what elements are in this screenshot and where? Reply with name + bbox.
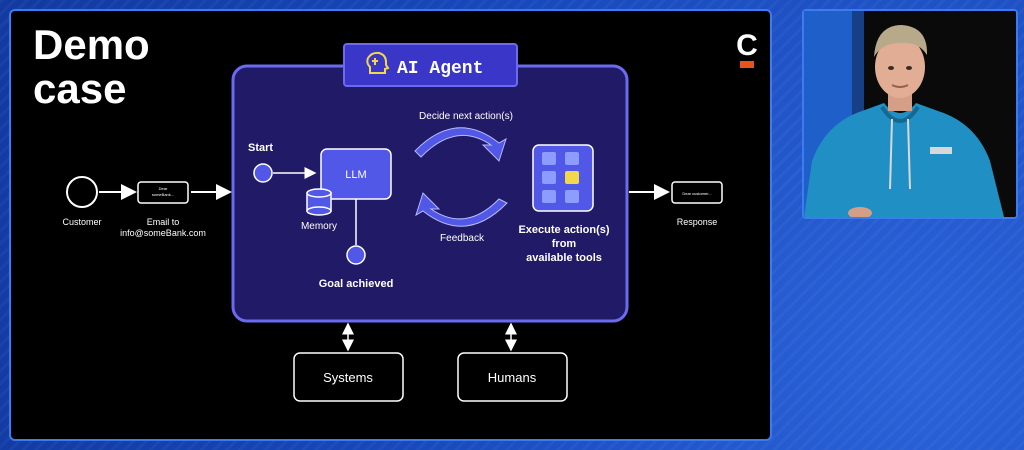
speaker-video — [802, 9, 1018, 219]
customer-label: Customer — [62, 217, 101, 227]
humans-box — [457, 352, 568, 402]
decide-loop-arrow — [414, 127, 507, 162]
speaker-figure — [804, 11, 1016, 217]
llm-label: LLM — [345, 169, 366, 181]
response-document — [671, 181, 723, 204]
systems-label: Systems — [323, 370, 373, 385]
agent-header-tab — [343, 43, 518, 87]
email-document-line-1: Dear — [159, 186, 168, 191]
humans-label: Humans — [488, 370, 537, 385]
execute-label-line-1: Execute action(s) — [518, 224, 609, 236]
goal-label: Goal achieved — [319, 278, 394, 290]
brand-logo: C — [737, 29, 757, 68]
email-label-line-2: info@someBank.com — [120, 228, 206, 238]
response-label: Response — [677, 217, 718, 227]
agent-header-label: AI Agent — [397, 59, 483, 79]
decide-label: Decide next action(s) — [419, 111, 513, 122]
email-label-line-1: Email to — [147, 217, 180, 227]
response-document-text: Dear customer... — [682, 191, 711, 196]
start-node — [253, 163, 273, 183]
brand-logo-letter: C — [737, 29, 757, 62]
start-label: Start — [248, 142, 273, 154]
email-document-line-2: someBank... — [152, 192, 174, 197]
memory-label: Memory — [301, 221, 337, 232]
goal-node — [346, 245, 366, 265]
agent-diagram: AI Agent Customer Dear someBank... Email… — [62, 43, 723, 402]
systems-box — [293, 352, 404, 402]
execute-label-line-3: available tools — [526, 252, 602, 264]
customer-node — [66, 176, 98, 208]
brand-logo-underline — [740, 61, 754, 68]
head-idea-icon — [366, 51, 390, 74]
feedback-loop-arrow — [415, 192, 508, 227]
feedback-label: Feedback — [440, 233, 485, 244]
slide-title: Demo case — [33, 21, 150, 112]
memory-database-icon — [306, 188, 332, 216]
tool-grid-icon — [532, 144, 594, 212]
execute-label-line-2: from — [552, 238, 577, 250]
presentation-slide: Demo case C AI Agent Customer Dear — [9, 9, 772, 441]
email-document — [137, 181, 189, 204]
